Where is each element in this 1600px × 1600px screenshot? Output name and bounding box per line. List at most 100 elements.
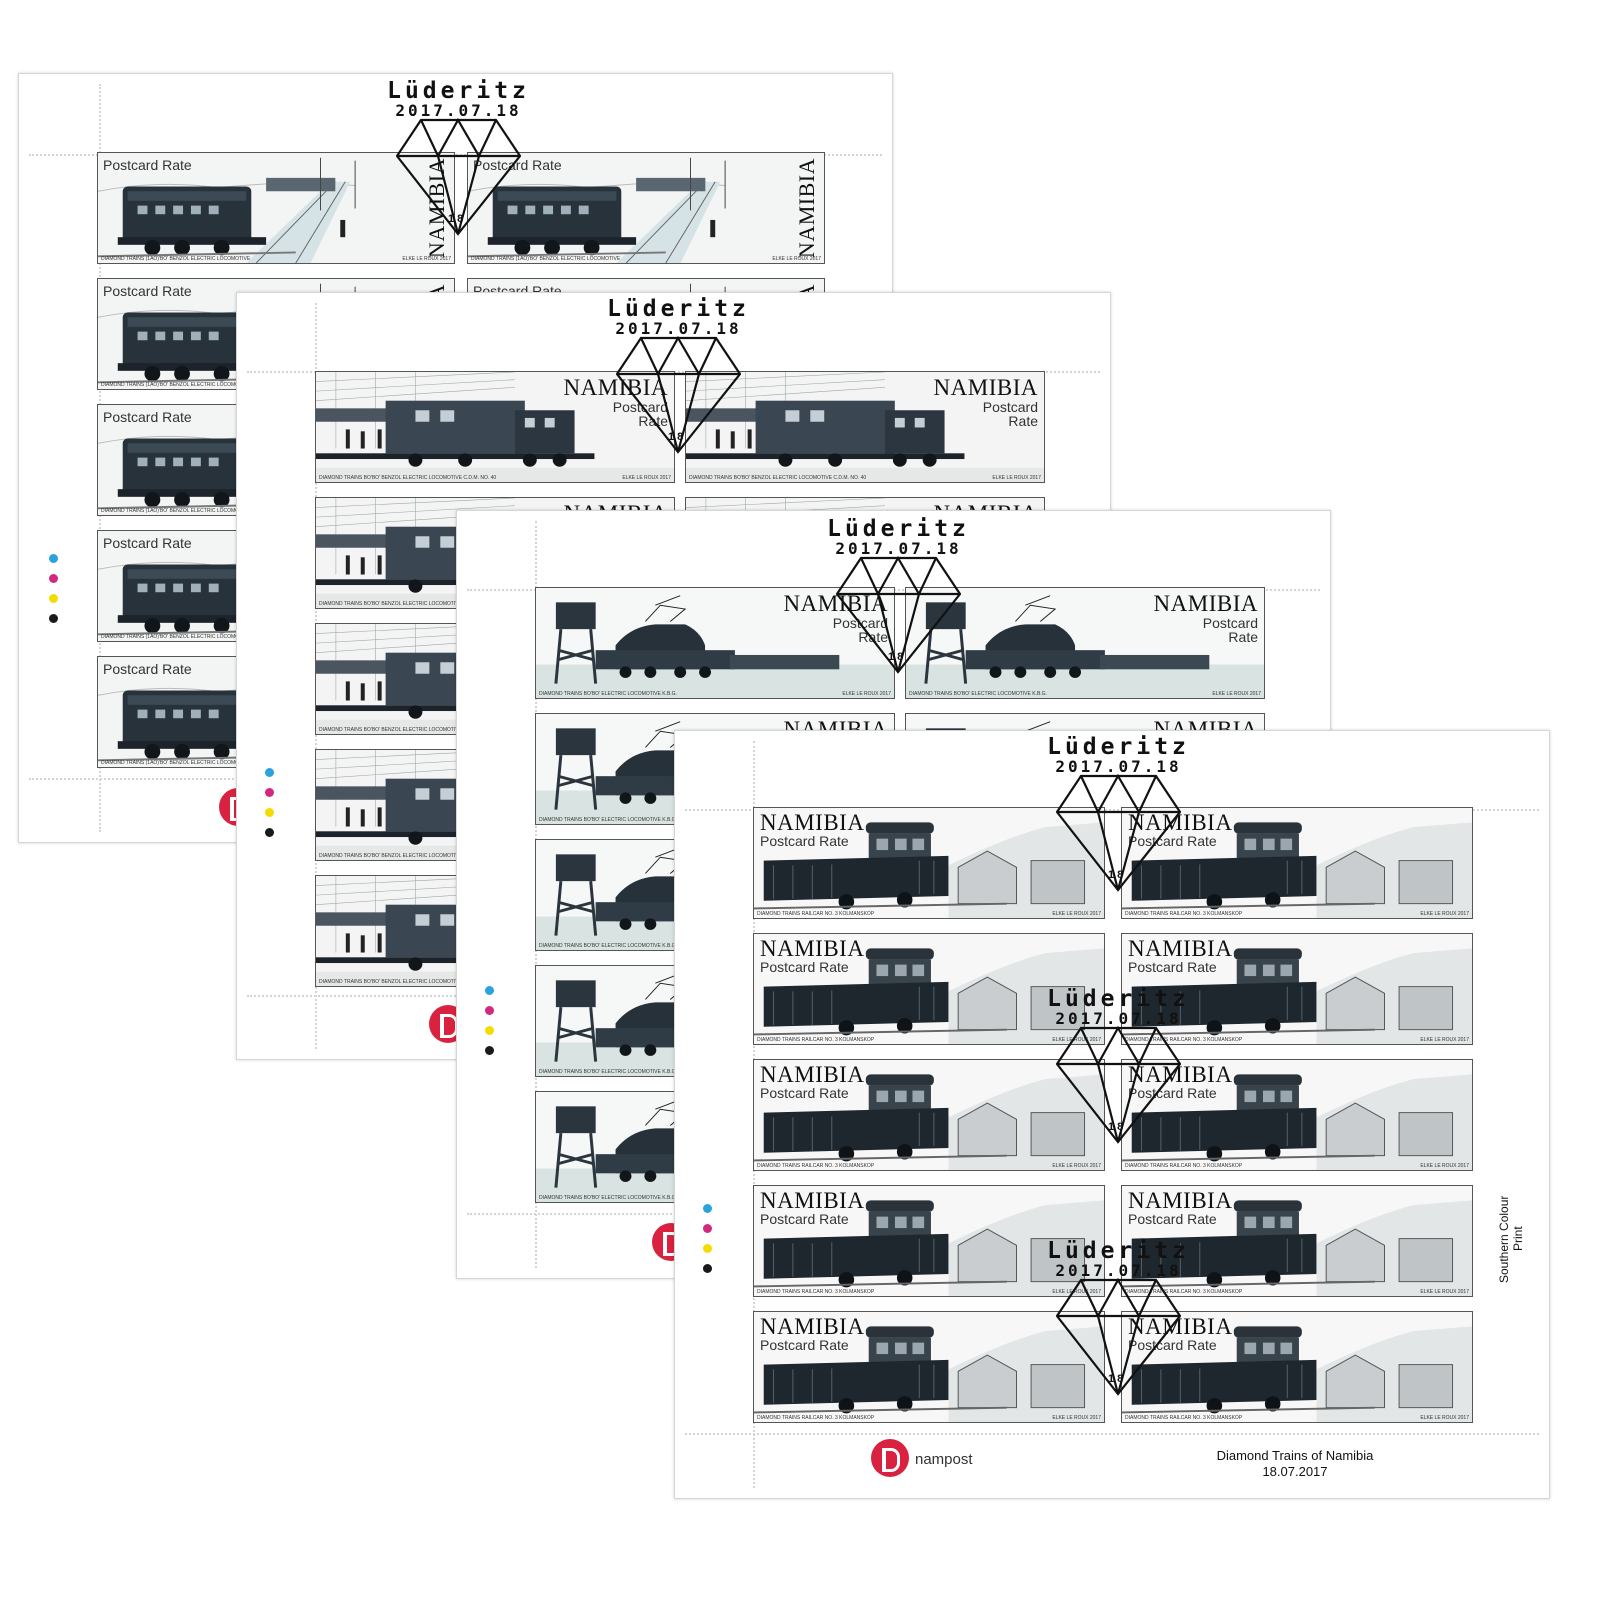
- brand-wordmark: nampost: [915, 1451, 973, 1468]
- stamp-caption: DIAMOND TRAINS BO'BO' BENZOL ELECTRIC LO…: [689, 475, 867, 481]
- stamp-rate: Postcard: [1202, 615, 1258, 631]
- stamp-caption: DIAMOND TRAINS (1AO)'BO' BENZOL ELECTRIC…: [471, 256, 621, 262]
- stamp-caption: DIAMOND TRAINS RAILCAR NO. 3 KOLMANSKOP: [1125, 911, 1243, 917]
- stamp-rate: Postcard Rate: [1128, 959, 1217, 975]
- stamp-rate: Rate: [1008, 413, 1038, 429]
- stamp-rate: Rate: [638, 413, 668, 429]
- sheet-info: Diamond Trains of Namibia 18.07.2017: [1185, 1448, 1405, 1480]
- stamp-artist: ELKE LE ROUX 2017: [1052, 1163, 1101, 1169]
- stamp-country: NAMIBIA: [424, 158, 449, 259]
- color-registration-dots: [265, 768, 274, 848]
- stamp-caption: DIAMOND TRAINS RAILCAR NO. 3 KOLMANSKOP: [757, 911, 875, 917]
- stamp-rate: Postcard: [832, 615, 888, 631]
- stamp-artist: ELKE LE ROUX 2017: [1420, 911, 1469, 917]
- stamp-caption: DIAMOND TRAINS RAILCAR NO. 3 KOLMANSKOP: [757, 1163, 875, 1169]
- stamp-caption: DIAMOND TRAINS BO'BO' ELECTRIC LOCOMOTIV…: [909, 691, 1047, 697]
- stamp-rate: Postcard Rate: [1128, 1337, 1217, 1353]
- stamp-artist: ELKE LE ROUX 2017: [1052, 1415, 1101, 1421]
- stamp-country: NAMIBIA: [933, 375, 1038, 400]
- stamp-country: NAMIBIA: [1128, 936, 1233, 961]
- stamp-caption: DIAMOND TRAINS BO'BO' BENZOL ELECTRIC LO…: [319, 727, 497, 733]
- color-registration-dots: [703, 1204, 712, 1284]
- stamp-rate: Postcard Rate: [1128, 1085, 1217, 1101]
- stamp-caption: DIAMOND TRAINS RAILCAR NO. 3 KOLMANSKOP: [1125, 1415, 1243, 1421]
- stamp-caption: DIAMOND TRAINS RAILCAR NO. 3 KOLMANSKOP: [1125, 1289, 1243, 1295]
- stamp-caption: DIAMOND TRAINS RAILCAR NO. 3 KOLMANSKOP: [1125, 1163, 1243, 1169]
- stamp-caption: DIAMOND TRAINS BO'BO' BENZOL ELECTRIC LO…: [319, 979, 497, 985]
- stamp-artist: ELKE LE ROUX 2017: [1052, 1037, 1101, 1043]
- train-illustration: [536, 588, 894, 698]
- train-illustration: [316, 372, 674, 482]
- stamp-artist: ELKE LE ROUX 2017: [1420, 1037, 1469, 1043]
- stamp-caption: DIAMOND TRAINS BO'BO' BENZOL ELECTRIC LO…: [319, 475, 497, 481]
- stamp-country: NAMIBIA: [760, 810, 865, 835]
- stamp-caption: DIAMOND TRAINS BO'BO' ELECTRIC LOCOMOTIV…: [539, 691, 677, 697]
- stamp-caption: DIAMOND TRAINS (1AO)'BO' BENZOL ELECTRIC…: [101, 256, 251, 262]
- stamp-country: NAMIBIA: [783, 591, 888, 616]
- stamp-rate: Postcard: [982, 399, 1038, 415]
- stamp-rate: Postcard: [612, 399, 668, 415]
- stamp-country: NAMIBIA: [1153, 591, 1258, 616]
- sheet-title: Diamond Trains of Namibia: [1216, 1448, 1374, 1463]
- stamp-artist: ELKE LE ROUX 2017: [1052, 911, 1101, 917]
- stamp-rate: Postcard Rate: [760, 1211, 849, 1227]
- stamp-artist: ELKE LE ROUX 2017: [842, 691, 891, 697]
- color-registration-dots: [49, 554, 58, 634]
- stamp-caption: DIAMOND TRAINS (1AO)'BO' BENZOL ELECTRIC…: [101, 382, 251, 388]
- stamp-artist: ELKE LE ROUX 2017: [622, 475, 671, 481]
- stamp-country: NAMIBIA: [760, 1188, 865, 1213]
- train-illustration: [468, 153, 824, 263]
- train-illustration: [754, 1186, 1104, 1296]
- stamp-artist: ELKE LE ROUX 2017: [772, 256, 821, 262]
- stamp-caption: DIAMOND TRAINS (1AO)'BO' BENZOL ELECTRIC…: [101, 760, 251, 766]
- stamp-artist: ELKE LE ROUX 2017: [1420, 1289, 1469, 1295]
- train-illustration: [98, 153, 454, 263]
- stamp-rate: Rate: [858, 629, 888, 645]
- train-illustration: [1122, 1186, 1472, 1296]
- train-illustration: [686, 372, 1044, 482]
- color-registration-dots: [485, 986, 494, 1066]
- stamp-rate: Postcard Rate: [103, 535, 192, 551]
- stamp-rate: Postcard Rate: [760, 1085, 849, 1101]
- stamp-caption: DIAMOND TRAINS BO'BO' ELECTRIC LOCOMOTIV…: [539, 1195, 677, 1201]
- stamp-rate: Postcard Rate: [103, 661, 192, 677]
- stamp-rate: Postcard Rate: [103, 283, 192, 299]
- train-illustration: [754, 934, 1104, 1044]
- stamp-rate: Postcard Rate: [1128, 833, 1217, 849]
- stamp-caption: DIAMOND TRAINS BO'BO' ELECTRIC LOCOMOTIV…: [539, 817, 677, 823]
- stamp-caption: DIAMOND TRAINS BO'BO' BENZOL ELECTRIC LO…: [319, 853, 497, 859]
- stamp-caption: DIAMOND TRAINS RAILCAR NO. 3 KOLMANSKOP: [757, 1037, 875, 1043]
- nampost-logo: [871, 1439, 909, 1477]
- stamp-artist: ELKE LE ROUX 2017: [992, 475, 1041, 481]
- stamp-caption: DIAMOND TRAINS BO'BO' BENZOL ELECTRIC LO…: [319, 601, 497, 607]
- sheet-date: 18.07.2017: [1262, 1464, 1328, 1479]
- stamp-artist: ELKE LE ROUX 2017: [1052, 1289, 1101, 1295]
- stamp-rate: Postcard Rate: [103, 409, 192, 425]
- stamp-caption: DIAMOND TRAINS BO'BO' ELECTRIC LOCOMOTIV…: [539, 1069, 677, 1075]
- stamp-country: NAMIBIA: [760, 936, 865, 961]
- stamp-artist: ELKE LE ROUX 2017: [1420, 1163, 1469, 1169]
- train-illustration: [1122, 934, 1472, 1044]
- stamp-country: NAMIBIA: [760, 1062, 865, 1087]
- stamp-rate: Postcard Rate: [760, 1337, 849, 1353]
- stamp-artist: ELKE LE ROUX 2017: [402, 256, 451, 262]
- stamp-caption: DIAMOND TRAINS RAILCAR NO. 3 KOLMANSKOP: [757, 1415, 875, 1421]
- stamp-country: NAMIBIA: [794, 158, 819, 259]
- stamp-country: NAMIBIA: [760, 1314, 865, 1339]
- stamp-rate: Postcard Rate: [1128, 1211, 1217, 1227]
- stamp-caption: DIAMOND TRAINS RAILCAR NO. 3 KOLMANSKOP: [757, 1289, 875, 1295]
- stamp-caption: DIAMOND TRAINS (1AO)'BO' BENZOL ELECTRIC…: [101, 634, 251, 640]
